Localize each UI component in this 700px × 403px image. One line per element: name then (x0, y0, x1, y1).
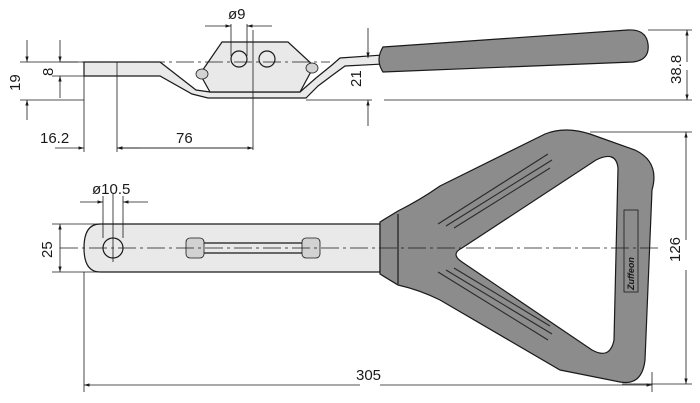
plan-view-dimensions: ø10.5 25 126 305 (39, 131, 692, 392)
side-view (60, 29, 649, 150)
dim-total-length: 305 (356, 367, 381, 384)
side-view-hole-2 (258, 50, 276, 68)
side-view-weld-left (195, 68, 209, 80)
side-view-weld-right (305, 62, 319, 74)
dim-height-bend: 21 (348, 70, 365, 87)
dim-handle-height: 38.8 (668, 55, 685, 84)
dim-hole-top: ø9 (228, 6, 246, 23)
dim-start-offset: 16.2 (40, 130, 69, 147)
dim-handle-width: 126 (667, 237, 684, 262)
side-view-hole-1 (230, 50, 248, 68)
brand-logo-plate (623, 209, 639, 293)
dim-bend-offset: 8 (40, 68, 57, 76)
brand-logo: Zuffeon (626, 257, 636, 291)
plan-view: Zuffeon (60, 129, 660, 384)
side-view-grip (378, 29, 649, 73)
dim-hole-plan: ø10.5 (92, 181, 130, 198)
side-view-dimensions: ø9 19 8 16.2 76 21 38.8 (7, 6, 692, 152)
plan-view-grip (379, 129, 655, 384)
dim-strap-width: 25 (39, 241, 56, 258)
dim-length-to-hole: 76 (176, 130, 193, 147)
side-view-hinge-block (199, 41, 315, 93)
dim-height-side: 19 (7, 74, 24, 91)
